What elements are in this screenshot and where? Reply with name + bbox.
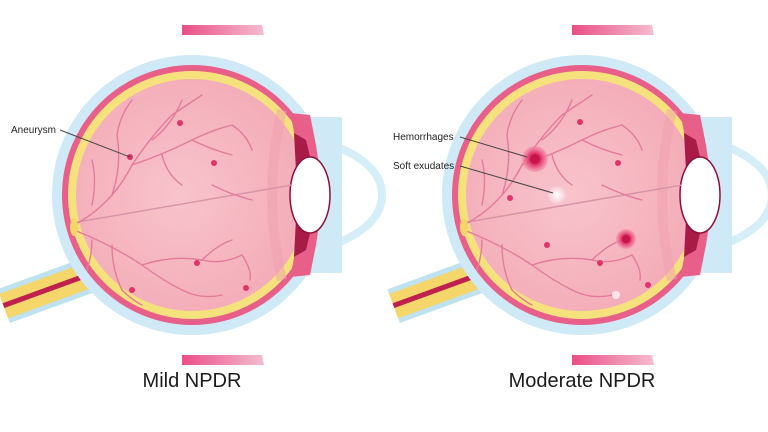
moderate-npdr-caption: Moderate NPDR bbox=[508, 370, 656, 392]
aneurysm-label: Aneurysm bbox=[11, 125, 56, 136]
aneurysm-dot bbox=[129, 287, 135, 293]
aneurysm-dot bbox=[645, 282, 651, 288]
aneurysm-dot bbox=[177, 120, 183, 126]
aneurysm-dot bbox=[243, 285, 249, 291]
aneurysm-dot bbox=[194, 260, 200, 266]
aneurysm-dot bbox=[544, 242, 550, 248]
soft-exudates-leader-line bbox=[459, 165, 554, 194]
hemorrhage-spot bbox=[530, 154, 540, 164]
hemorrhages-label: Hemorrhages bbox=[393, 132, 454, 143]
aneurysm-dot bbox=[507, 195, 513, 201]
aneurysm-dot bbox=[577, 119, 583, 125]
hemorrhages-leader-line bbox=[459, 136, 528, 158]
mild-npdr-eye bbox=[0, 25, 382, 365]
hemorrhage-spot bbox=[622, 235, 630, 243]
soft-exudate bbox=[612, 291, 620, 299]
aneurysm-dot bbox=[615, 160, 621, 166]
mild-npdr-caption: Mild NPDR bbox=[142, 370, 242, 392]
aneurysm-dot bbox=[597, 260, 603, 266]
soft-exudate bbox=[548, 186, 566, 204]
moderate-npdr-eye bbox=[387, 25, 768, 365]
soft-exudates-label: Soft exudates bbox=[393, 161, 454, 172]
aneurysm-leader-line bbox=[59, 129, 131, 158]
aneurysm-dot bbox=[211, 160, 217, 166]
